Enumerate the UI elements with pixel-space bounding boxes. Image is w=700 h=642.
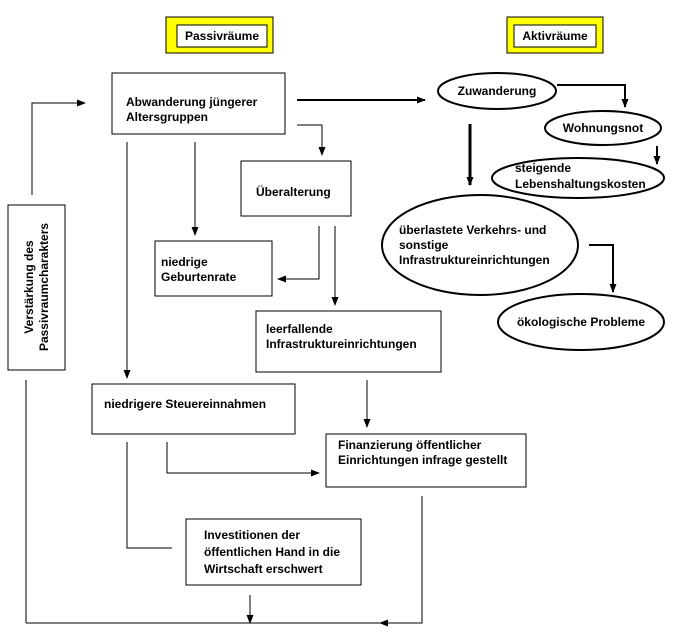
ellipse-oekologisch-line-1: ökologische Probleme	[517, 315, 645, 329]
box-investitionen-line-1: Investitionen der	[204, 528, 300, 542]
ellipse-verkehr-line-1: überlastete Verkehrs- und	[399, 223, 546, 237]
arrow-verstaerkung-to-abwanderung	[31, 99, 86, 195]
box-steuer-line-1: niedrigere Steuereinnahmen	[104, 397, 266, 411]
box-finanzierung-line-1: Finanzierung öffentlicher	[338, 438, 482, 452]
connectors	[25, 84, 661, 627]
box-geburtenrate: niedrige Geburtenrate	[154, 240, 273, 297]
header-passive-label: Passivräume	[185, 29, 259, 43]
box-leerfallende-line-2: Infrastruktureinrichtungen	[266, 337, 417, 351]
box-investitionen-line-2: öffentlichen Hand in die	[204, 545, 340, 559]
ellipse-zuwanderung-line-1: Zuwanderung	[458, 84, 537, 98]
box-investitionen-line-3: Wirtschaft erschwert	[204, 562, 323, 576]
box-finanzierung: Finanzierung öffentlicher Einrichtungen …	[325, 433, 527, 488]
box-verstaerkung: Verstärkung des Passivraumcharakters	[7, 204, 66, 371]
box-geburtenrate-line-1: niedrige	[161, 255, 208, 269]
box-leerfallende-line-1: leerfallende	[266, 322, 333, 336]
ellipse-lebenshaltung-line-1: steigende	[515, 161, 571, 175]
arrow-abwanderung-to-ueberalterung	[297, 124, 326, 156]
ellipse-lebenshaltung-line-2: Lebenshaltungskosten	[515, 177, 646, 191]
ellipse-verkehr-line-3: Infrastruktureinrichtungen	[399, 253, 550, 267]
ellipse-wohnungsnot-line-1: Wohnungsnot	[563, 121, 643, 135]
box-investitionen: Investitionen der öffentlichen Hand in d…	[185, 518, 362, 586]
box-abwanderung: Abwanderung jüngerer Altersgruppen	[111, 72, 286, 135]
box-geburtenrate-line-2: Geburtenrate	[161, 270, 237, 284]
box-verstaerkung-line-2: Passivraumcharakters	[37, 223, 51, 351]
ellipse-oekologisch: ökologische Probleme	[497, 293, 665, 351]
arrow-zuwanderung-to-wohnungsnot	[557, 84, 629, 108]
box-ueberalterung: Überalterung	[240, 160, 352, 217]
header-passive: Passivräume	[165, 16, 274, 54]
header-active: Aktivräume	[506, 16, 604, 54]
arrow-steuer-to-finanzierung	[166, 442, 320, 477]
ellipse-verkehr-line-2: sonstige	[399, 238, 449, 252]
box-steuer: niedrigere Steuereinnahmen	[91, 383, 296, 435]
line-steuer-to-investitionen	[126, 442, 172, 549]
arrow-finanzierung-to-feedback	[379, 496, 423, 627]
box-abwanderung-line-1: Abwanderung jüngerer	[126, 95, 258, 109]
ellipse-zuwanderung: Zuwanderung	[437, 72, 557, 110]
box-verstaerkung-line-1: Verstärkung des	[22, 240, 36, 334]
ellipse-wohnungsnot: Wohnungsnot	[544, 110, 662, 146]
ellipse-verkehr: überlastete Verkehrs- und sonstige Infra…	[381, 194, 579, 296]
header-active-label: Aktivräume	[522, 29, 588, 43]
arrow-verkehr-to-oekologisch	[589, 244, 617, 293]
arrow-ueberalterung-to-geburtenrate	[277, 226, 320, 283]
box-abwanderung-line-2: Altersgruppen	[126, 110, 208, 124]
box-finanzierung-line-2: Einrichtungen infrage gestellt	[338, 453, 507, 467]
ellipse-lebenshaltung: steigende Lebenshaltungskosten	[491, 157, 665, 199]
box-leerfallende: leerfallende Infrastruktureinrichtungen	[255, 310, 442, 373]
box-ueberalterung-line-1: Überalterung	[256, 184, 331, 199]
